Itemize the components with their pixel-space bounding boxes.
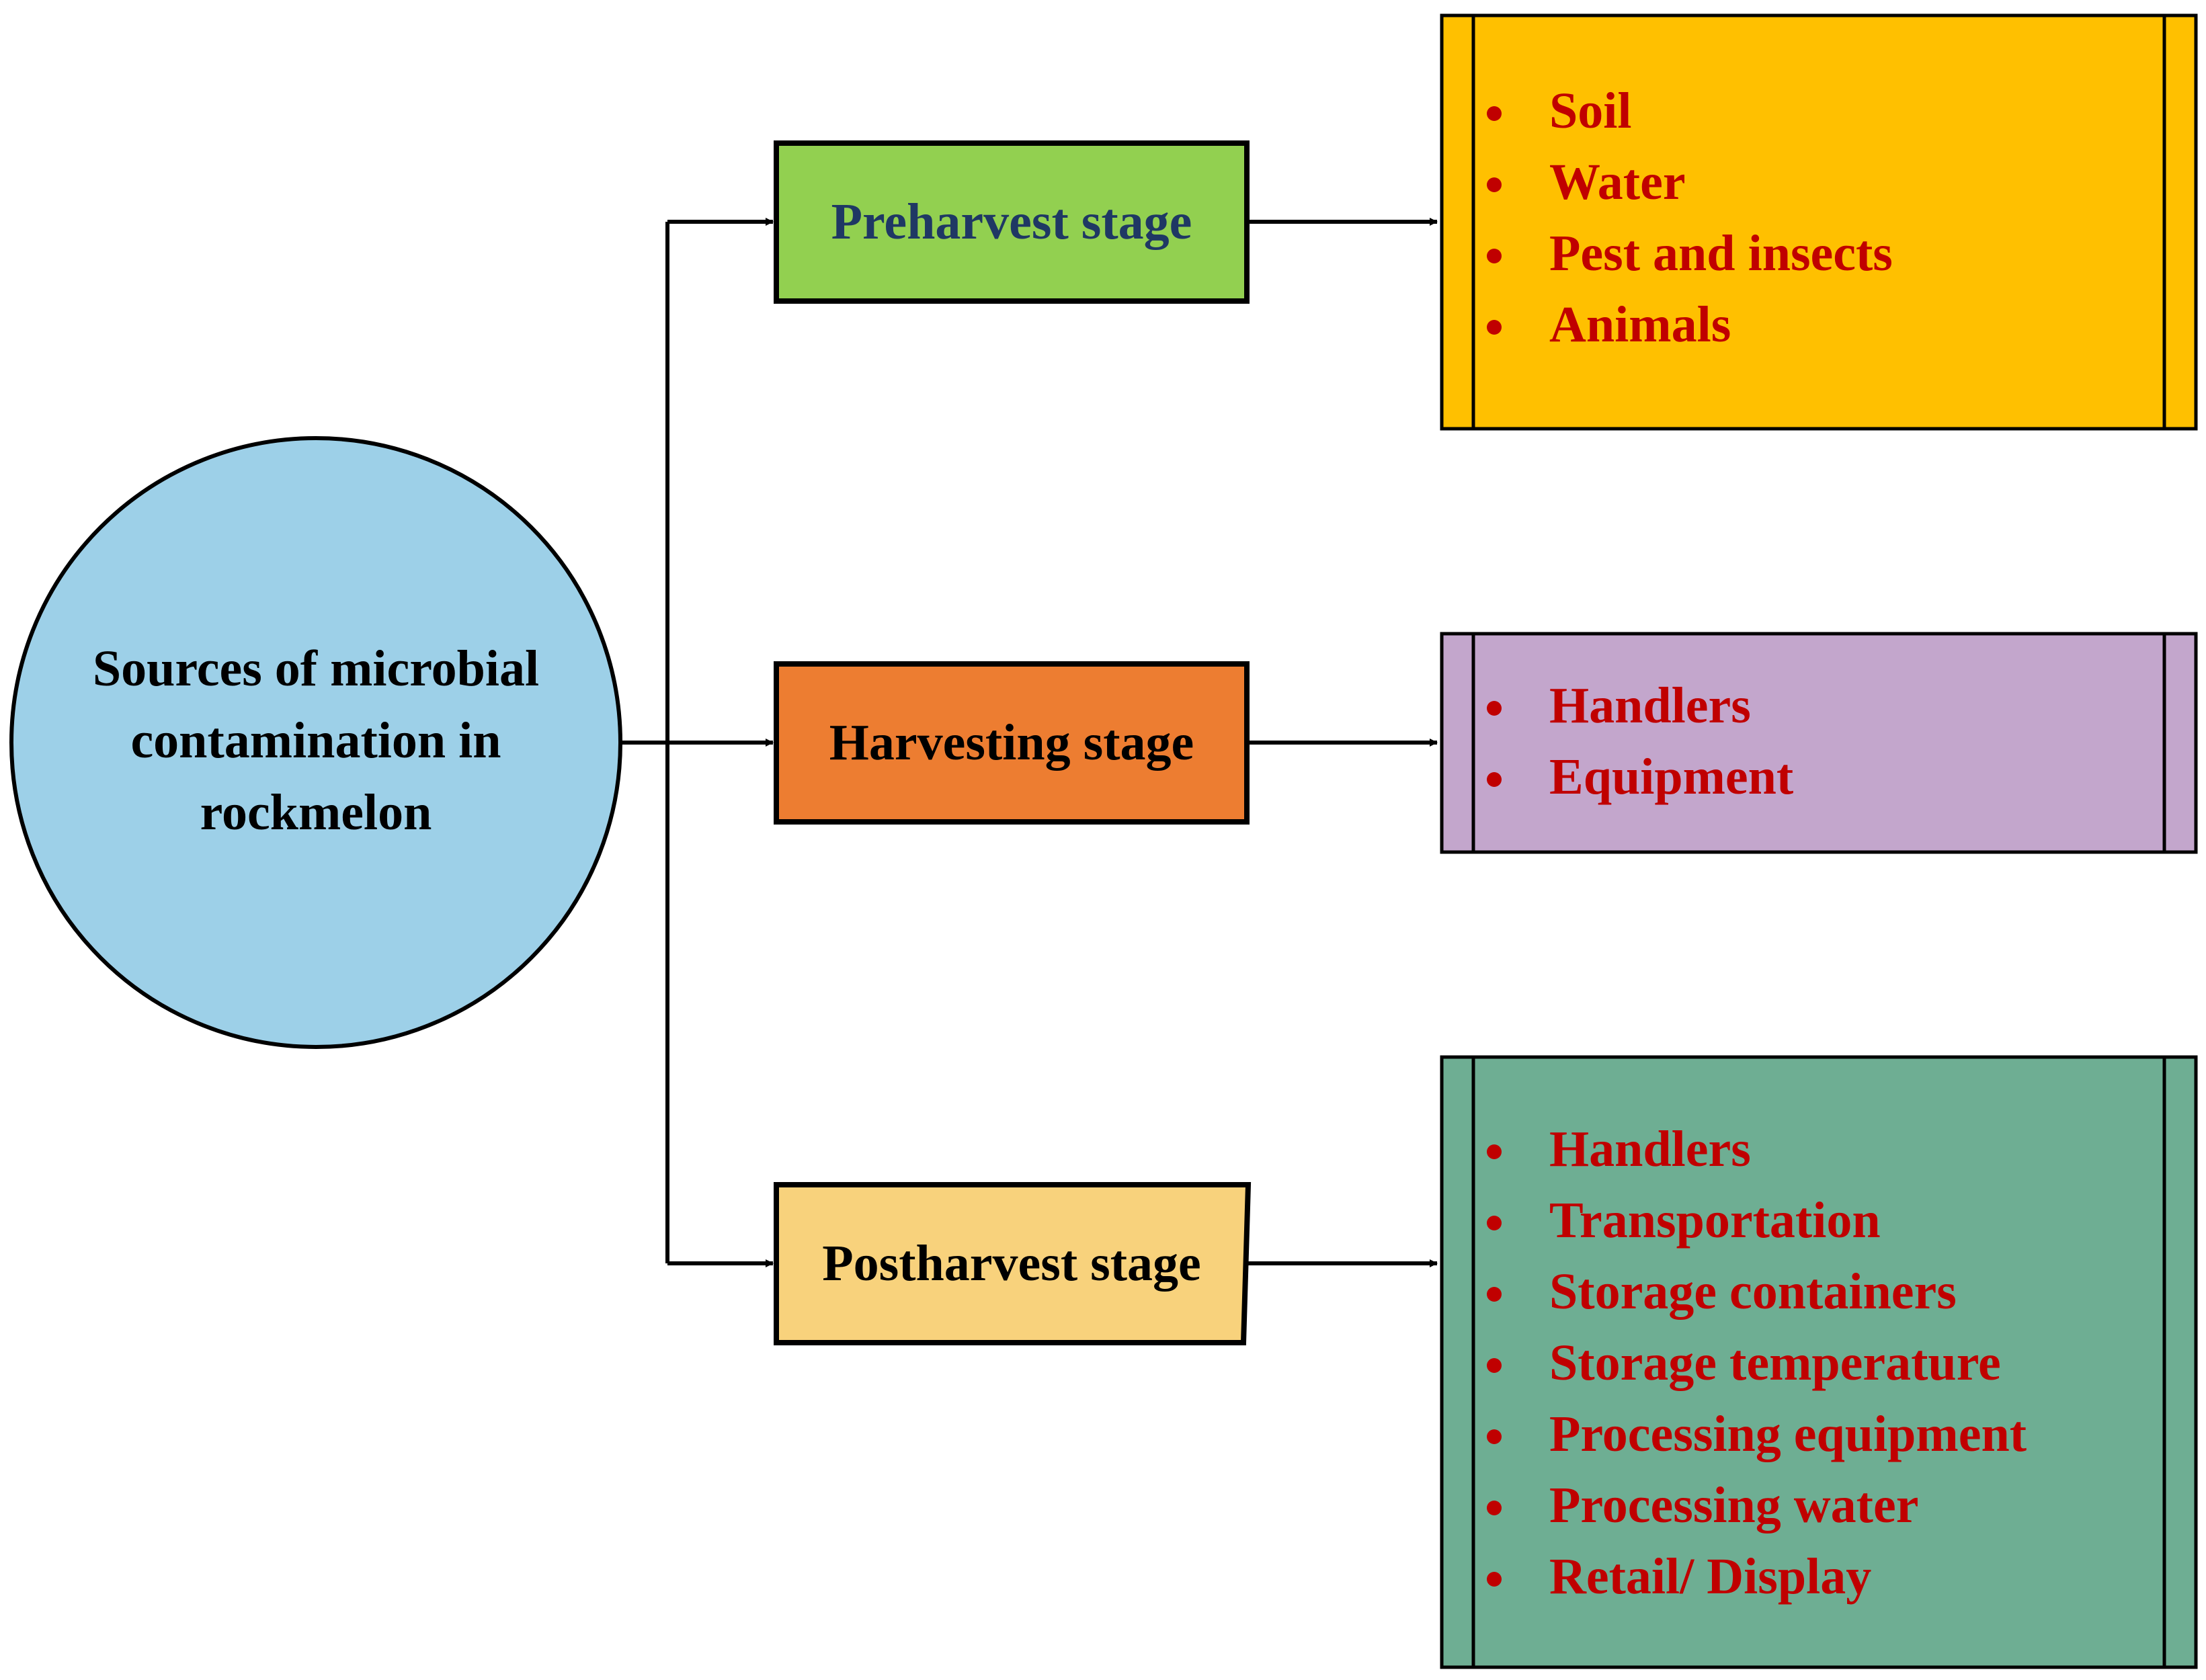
bullet-icon [1487, 249, 1502, 263]
list-item-preharvest: Animals [1487, 296, 1731, 353]
list-item-label: Handlers [1549, 1121, 1751, 1177]
list-item-label: Processing water [1549, 1477, 1918, 1534]
source-title-line-2: contamination in [130, 712, 501, 769]
bullet-icon [1487, 320, 1502, 335]
connectors [620, 218, 774, 1267]
list-item-label: Transportation [1549, 1192, 1881, 1249]
bullet-icon [1487, 1358, 1502, 1373]
list-item-preharvest: Soil [1487, 83, 1632, 139]
list-box-harvesting [1440, 632, 2198, 854]
list-item-label: Handlers [1549, 677, 1751, 734]
bullet-icon [1487, 772, 1502, 787]
list-item-label: Storage containers [1549, 1263, 1957, 1320]
list-item-label: Animals [1549, 296, 1731, 353]
stage-label-harvesting: Harvesting stage [829, 714, 1194, 771]
stage-box-preharvest [774, 140, 1250, 304]
list-item-label: Pest and insects [1549, 225, 1893, 282]
bullet-icon [1487, 1287, 1502, 1302]
source-title-line-1: Sources of microbial [93, 640, 539, 697]
source-node: Sources of microbial contamination in ro… [9, 436, 622, 1049]
bullet-icon [1487, 1501, 1502, 1515]
list-item-harvesting: Handlers [1487, 677, 1751, 734]
stage-box-harvesting [774, 661, 1250, 825]
list-box-preharvest [1440, 13, 2198, 431]
bullet-icon [1487, 1429, 1502, 1444]
list-item-label: Retail/ Display [1549, 1548, 1871, 1605]
list-item-harvesting: Equipment [1487, 749, 1793, 805]
list-box-postharvest [1440, 1055, 2198, 1669]
source-title-line-3: rockmelon [200, 784, 432, 841]
stage-preharvest: Preharvest stage [774, 13, 2198, 431]
bullet-icon [1487, 106, 1502, 121]
list-item-label: Water [1549, 154, 1686, 210]
bullet-icon [1487, 1216, 1502, 1230]
list-item-postharvest: Handlers [1487, 1121, 1751, 1177]
stage-label-preharvest: Preharvest stage [831, 194, 1192, 250]
list-item-label: Processing equipment [1549, 1406, 2027, 1462]
bullet-icon [1487, 177, 1502, 192]
stage-harvesting: Harvesting stage [774, 632, 2198, 854]
bullet-icon [1487, 701, 1502, 716]
list-item-postharvest: Storage temperature [1487, 1335, 2001, 1391]
list-item-postharvest: Transportation [1487, 1192, 1881, 1249]
list-item-label: Equipment [1549, 749, 1793, 805]
list-item-postharvest: Processing equipment [1487, 1406, 2027, 1462]
list-item-label: Storage temperature [1549, 1335, 2001, 1391]
list-item-preharvest: Pest and insects [1487, 225, 1893, 282]
bullet-icon [1487, 1572, 1502, 1587]
source-circle [9, 436, 622, 1049]
list-item-postharvest: Storage containers [1487, 1263, 1957, 1320]
list-item-postharvest: Processing water [1487, 1477, 1918, 1534]
list-item-postharvest: Retail/ Display [1487, 1548, 1871, 1605]
list-item-label: Soil [1549, 83, 1632, 139]
bullet-icon [1487, 1144, 1502, 1159]
stage-postharvest: Postharvest stage [774, 1055, 2198, 1669]
stage-label-postharvest: Postharvest stage [822, 1235, 1201, 1292]
stage-box-postharvest [774, 1182, 1252, 1345]
list-item-preharvest: Water [1487, 154, 1686, 210]
